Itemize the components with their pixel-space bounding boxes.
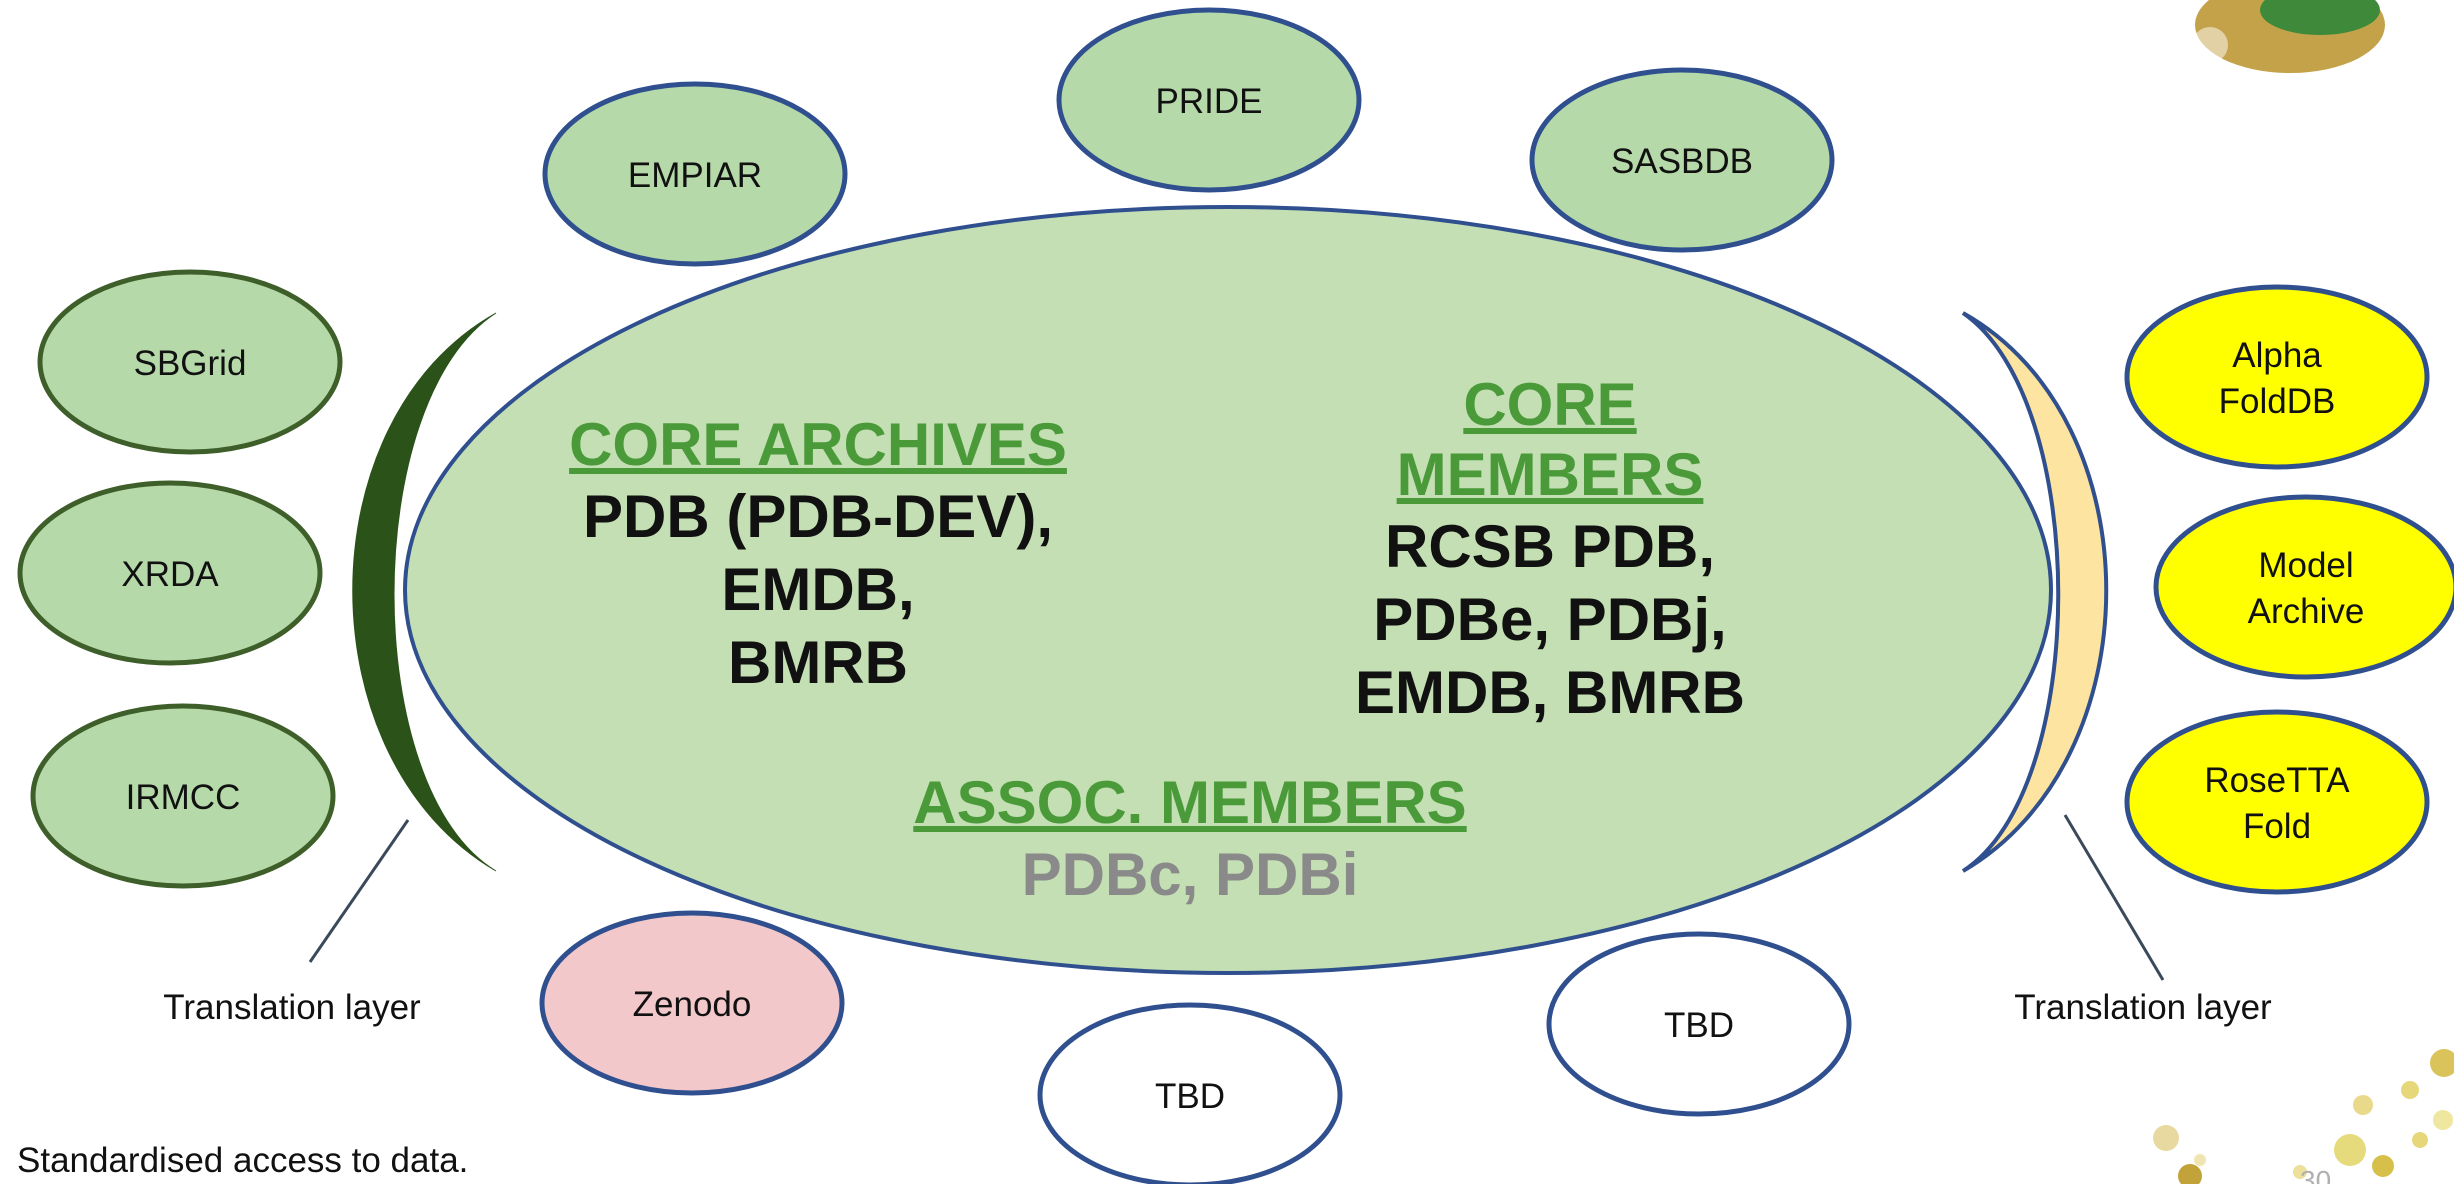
core-members-line: EMDB, BMRB <box>1355 659 1745 726</box>
translation-layer-left <box>352 312 497 872</box>
assoc-members-line: PDBc, PDBi <box>1022 841 1359 908</box>
page-number: 30 <box>2300 1165 2331 1184</box>
node-sbgrid: SBGrid <box>37 269 343 455</box>
node-label: Alpha <box>2232 336 2322 375</box>
connector-line-left <box>308 819 410 963</box>
node-irmcc: IRMCC <box>30 703 336 889</box>
node-label: EMPIAR <box>628 156 762 195</box>
assoc-members-block: ASSOC. MEMBERS PDBc, PDBi <box>913 769 1466 908</box>
node-pride: PRIDE <box>1056 7 1362 193</box>
decorative-dots-icon <box>2153 1049 2454 1184</box>
core-members-heading: MEMBERS <box>1397 441 1704 508</box>
core-members-line: PDBe, PDBj, <box>1373 586 1726 653</box>
core-archives-heading: CORE ARCHIVES <box>569 411 1067 478</box>
node-label: SBGrid <box>134 344 247 383</box>
node-tbd-right: TBD <box>1546 931 1852 1117</box>
node-label: XRDA <box>121 555 219 594</box>
core-archives-block: CORE ARCHIVES PDB (PDB-DEV), EMDB, BMRB <box>569 411 1067 696</box>
node-rosettafold: RoseTTA Fold <box>2124 709 2430 895</box>
node-label: TBD <box>1155 1077 1225 1116</box>
node-label: TBD <box>1664 1006 1734 1045</box>
node-label: Model <box>2258 546 2353 585</box>
core-archives-line: PDB (PDB-DEV), <box>583 483 1053 550</box>
core-ellipse <box>403 205 2053 975</box>
assoc-members-heading: ASSOC. MEMBERS <box>913 769 1466 836</box>
core-members-heading: CORE <box>1463 371 1636 438</box>
node-alphafold-db: Alpha FoldDB <box>2124 284 2430 470</box>
translation-layer-label-right: Translation layer <box>2014 988 2272 1027</box>
translation-layer-label-left: Translation layer <box>163 988 421 1027</box>
node-label: SASBDB <box>1611 142 1753 181</box>
logo-icon <box>2192 0 2385 73</box>
core-members-block: CORE MEMBERS RCSB PDB, PDBe, PDBj, EMDB,… <box>1355 371 1745 726</box>
connector-line-right <box>2063 814 2165 981</box>
node-model-archive: Model Archive <box>2153 494 2454 680</box>
node-label: Fold <box>2243 807 2311 846</box>
node-sasbdb: SASBDB <box>1529 67 1835 253</box>
node-xrda: XRDA <box>17 480 323 666</box>
node-label: Zenodo <box>633 985 752 1024</box>
node-zenodo: Zenodo <box>539 910 845 1096</box>
core-members-line: RCSB PDB, <box>1385 513 1715 580</box>
node-label: RoseTTA <box>2204 761 2350 800</box>
core-archives-line: BMRB <box>728 629 908 696</box>
translation-layer-right <box>1961 311 2109 873</box>
node-label: PRIDE <box>1156 82 1263 121</box>
core-archives-line: EMDB, <box>721 556 914 623</box>
footer-note: Standardised access to data. <box>17 1141 468 1180</box>
node-label: IRMCC <box>126 778 241 817</box>
node-label: Archive <box>2248 592 2365 631</box>
node-label: FoldDB <box>2219 382 2336 421</box>
node-empiar: EMPIAR <box>542 81 848 267</box>
node-tbd-center: TBD <box>1037 1002 1343 1184</box>
